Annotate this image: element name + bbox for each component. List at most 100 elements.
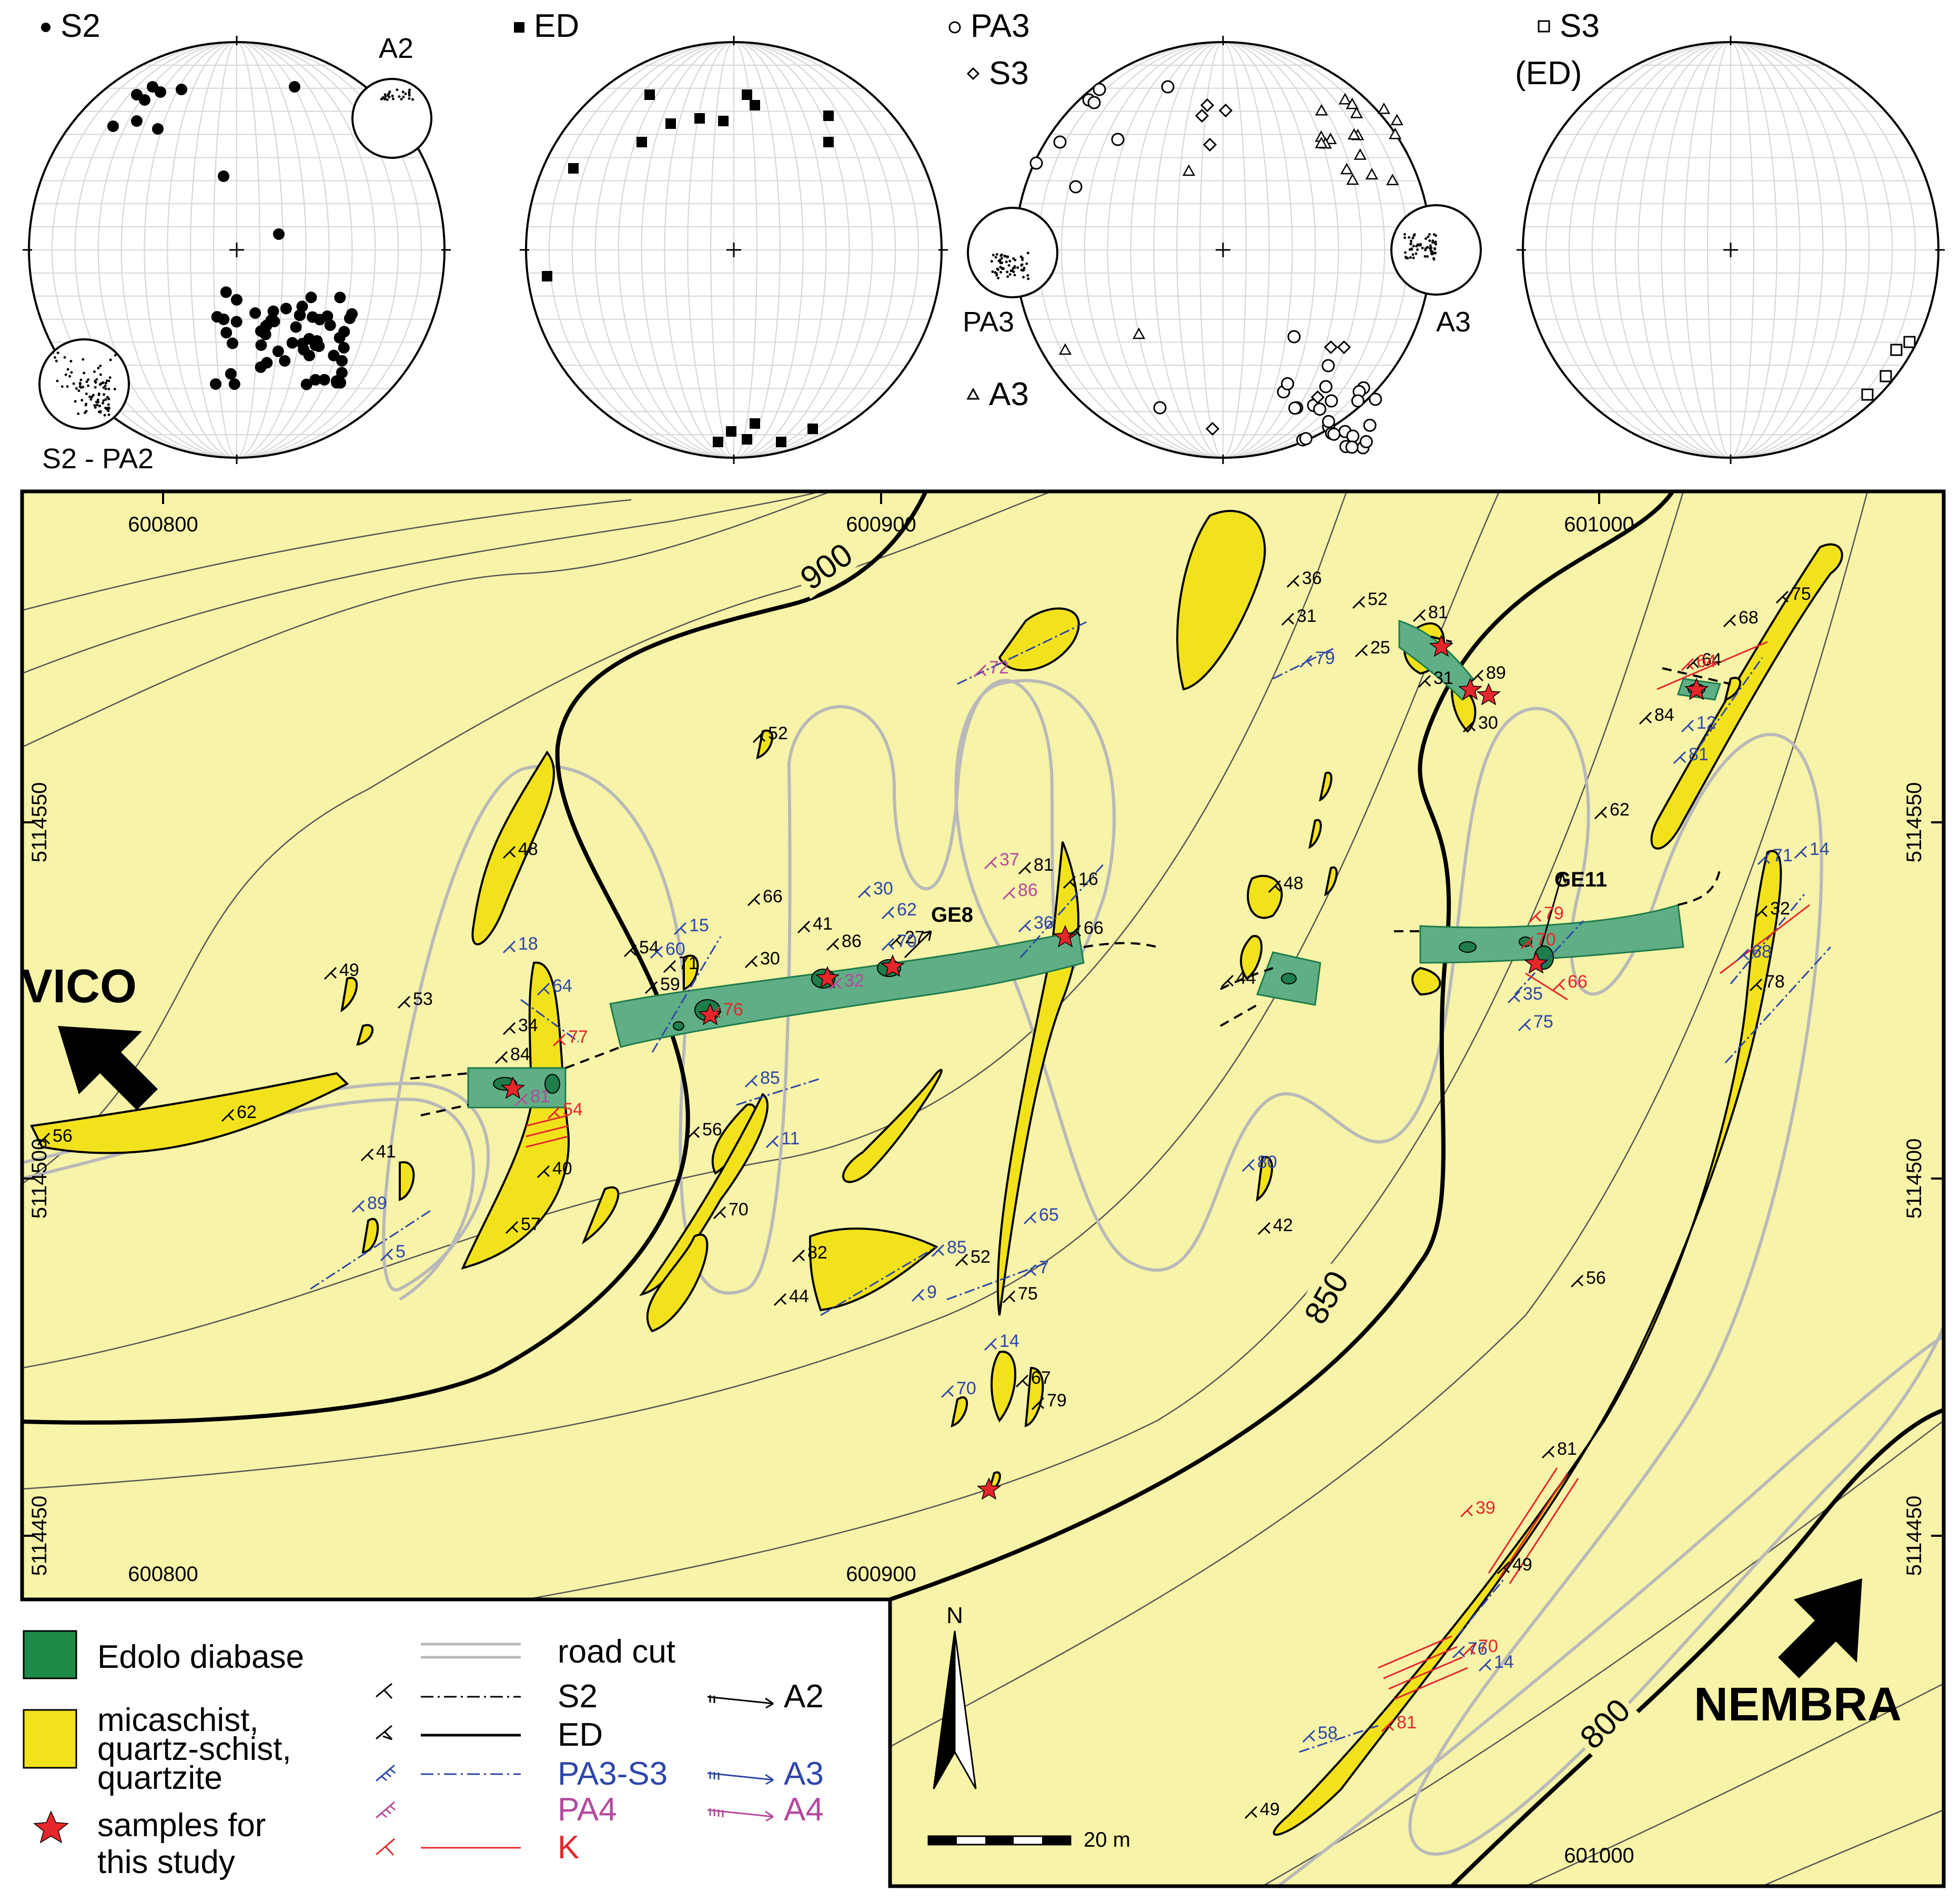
strike-dip-symbol	[547, 1106, 561, 1120]
pole-point	[314, 314, 326, 326]
pole-point	[1347, 128, 1361, 140]
strike-dip-symbol	[1460, 1504, 1473, 1518]
dip-value: 42	[1273, 1215, 1293, 1235]
strike-dip-symbol	[1018, 861, 1032, 875]
strike-dip-symbol	[505, 1221, 519, 1234]
legend-ed-symbol-icon	[376, 1725, 393, 1740]
strike-dip-symbol	[351, 1200, 365, 1213]
pole-point	[1861, 388, 1874, 401]
pole-point	[211, 311, 223, 323]
strike-dip-symbol	[1302, 1729, 1316, 1743]
legend-s2-symbol-icon	[376, 1683, 393, 1699]
dip-value: 11	[781, 1129, 800, 1149]
dip-value: 76	[723, 1000, 743, 1020]
pole-point	[1053, 135, 1067, 149]
pole-point	[1319, 380, 1332, 394]
pole-point	[823, 110, 834, 121]
dip-value: 14	[1810, 839, 1830, 859]
strike-dip-symbol	[713, 1206, 726, 1220]
northing-left-1: 5114550	[28, 782, 51, 863]
pole-point	[155, 86, 166, 98]
pole-point	[265, 314, 277, 326]
dip-value: 86	[842, 931, 862, 951]
scale-bar: 20 m	[927, 1828, 1130, 1851]
dip-value: 76	[1468, 1639, 1488, 1659]
pole-point	[1338, 93, 1352, 105]
pole-point	[694, 113, 705, 124]
strike-dip-symbol	[1749, 978, 1763, 992]
dip-value: 75	[1018, 1284, 1038, 1304]
northing-left-3: 5114450	[28, 1496, 51, 1576]
strike-dip-symbol	[1775, 590, 1789, 604]
strike-dip-symbol	[984, 1337, 997, 1351]
lineation-inset: A2	[351, 33, 432, 159]
strike-dip-symbol	[552, 1033, 566, 1047]
dip-value: 81	[1689, 744, 1709, 764]
strike-dip-symbol	[773, 1293, 787, 1306]
dip-value: 48	[518, 839, 538, 859]
pole-point	[328, 349, 340, 361]
dip-value: 84	[1654, 705, 1674, 725]
strike-dip-symbol	[1686, 656, 1700, 670]
strike-dip-symbol	[955, 1253, 968, 1267]
strike-dip-symbol	[1507, 990, 1521, 1004]
pole-point	[1288, 401, 1302, 415]
dip-value: 62	[237, 1102, 257, 1122]
dip-value: 44	[1236, 968, 1256, 988]
pole-point	[1281, 377, 1295, 390]
dip-value: 53	[413, 989, 433, 1009]
dip-value: 66	[763, 887, 783, 907]
pole-point	[338, 326, 350, 338]
pole-point	[1195, 108, 1209, 123]
legend-text-a3: A3	[784, 1756, 824, 1792]
dip-value: 81	[1397, 1713, 1417, 1733]
strike-dip-symbol	[984, 856, 997, 870]
dip-value: 32	[1770, 899, 1790, 919]
strike-dip-symbol	[1570, 1274, 1584, 1288]
pole-point	[807, 424, 818, 434]
pole-point	[279, 355, 291, 367]
legend-swatch-schist	[23, 1709, 77, 1769]
legend-k-symbol-icon	[376, 1838, 395, 1856]
dip-value: 30	[873, 879, 893, 899]
dip-value: 16	[1078, 869, 1098, 889]
pole-point	[318, 374, 330, 386]
dip-value: 79	[1315, 648, 1335, 668]
dip-value: 85	[947, 1237, 967, 1257]
strike-dip-symbol	[1723, 614, 1736, 628]
strike-dip-symbol	[623, 944, 637, 958]
dip-value: 49	[339, 960, 359, 980]
pole-point	[261, 357, 273, 369]
pole-point	[823, 137, 834, 147]
stereonet-legend-label: S2	[60, 8, 100, 44]
pole-point	[1287, 330, 1301, 344]
pole-point	[742, 434, 752, 445]
dip-value: 86	[1018, 880, 1038, 900]
dip-value: 71	[1773, 845, 1793, 865]
strike-dip-symbol	[1462, 1643, 1476, 1656]
strike-dip-symbol	[397, 995, 411, 1009]
pole-point	[1389, 127, 1402, 139]
pole-point	[1346, 173, 1359, 185]
strike-dip-symbol	[1281, 612, 1295, 626]
dip-value: 80	[1257, 1152, 1277, 1172]
sample-arrows	[904, 873, 1567, 959]
pole-point	[131, 115, 143, 127]
legend-label-diabase: Edolo diabase	[97, 1639, 304, 1675]
lineation-inset: A3	[1390, 204, 1482, 338]
map-coordinates	[22, 491, 1944, 1537]
dip-value: 54	[563, 1100, 583, 1120]
strike-dip-symbol	[37, 1132, 50, 1146]
strike-dip-symbol	[663, 960, 676, 973]
pole-point	[289, 81, 300, 93]
dip-value: 18	[518, 934, 538, 954]
pole-point	[1386, 174, 1399, 185]
pole-point	[1345, 440, 1359, 454]
strike-dip-symbol	[857, 885, 871, 899]
dip-value: 82	[807, 1243, 827, 1263]
dip-value: 35	[1523, 984, 1543, 1004]
